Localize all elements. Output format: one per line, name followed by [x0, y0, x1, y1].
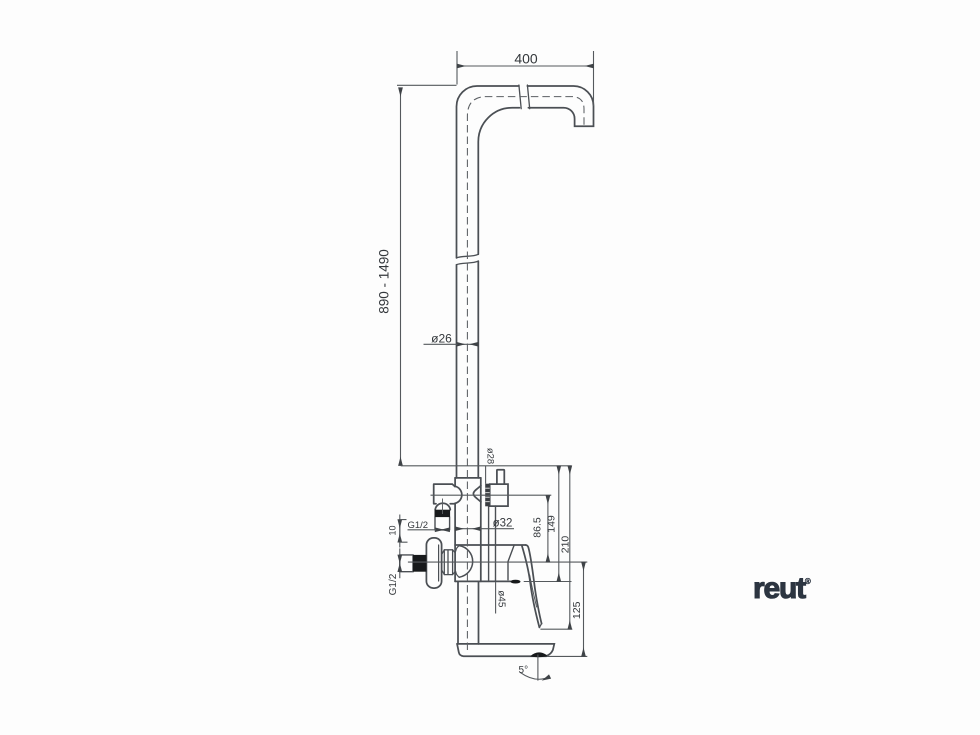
svg-text:ø45: ø45	[496, 590, 507, 608]
svg-text:G1/2: G1/2	[388, 573, 399, 595]
svg-text:ø26: ø26	[431, 331, 452, 345]
svg-text:125: 125	[571, 601, 583, 619]
svg-text:400: 400	[514, 51, 538, 67]
svg-text:890 - 1490: 890 - 1490	[377, 249, 392, 314]
svg-text:5°: 5°	[519, 665, 529, 676]
svg-text:G1/2: G1/2	[408, 520, 429, 531]
svg-text:ø28: ø28	[484, 448, 495, 464]
svg-text:ø32: ø32	[493, 518, 513, 530]
svg-text:210: 210	[560, 536, 572, 554]
svg-text:10: 10	[387, 525, 397, 535]
svg-text:149: 149	[546, 515, 558, 533]
svg-text:86.5: 86.5	[532, 517, 544, 538]
